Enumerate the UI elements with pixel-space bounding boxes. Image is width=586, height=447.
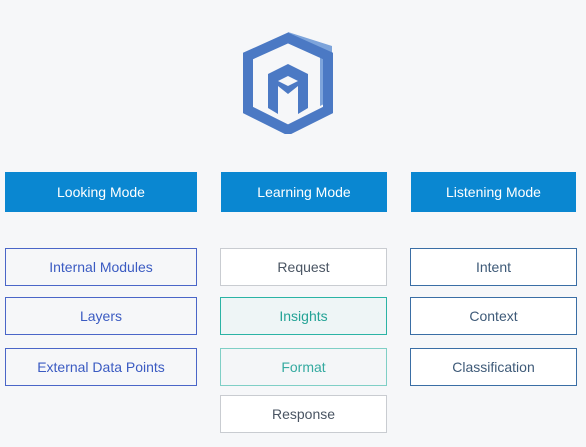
looking-mode-button[interactable]: Looking Mode — [5, 172, 197, 212]
insights-item[interactable]: Insights — [220, 297, 387, 335]
listening-mode-button[interactable]: Listening Mode — [411, 172, 576, 212]
internal-modules-item[interactable]: Internal Modules — [5, 248, 197, 286]
hexagon-monogram-logo-icon — [243, 32, 333, 134]
intent-item[interactable]: Intent — [410, 248, 577, 286]
classification-item[interactable]: Classification — [410, 348, 577, 386]
external-data-points-item[interactable]: External Data Points — [5, 348, 197, 386]
layers-item[interactable]: Layers — [5, 297, 197, 335]
learning-mode-button[interactable]: Learning Mode — [221, 172, 387, 212]
format-item[interactable]: Format — [220, 348, 387, 386]
context-item[interactable]: Context — [410, 297, 577, 335]
response-item[interactable]: Response — [220, 395, 387, 433]
request-item[interactable]: Request — [220, 248, 387, 286]
